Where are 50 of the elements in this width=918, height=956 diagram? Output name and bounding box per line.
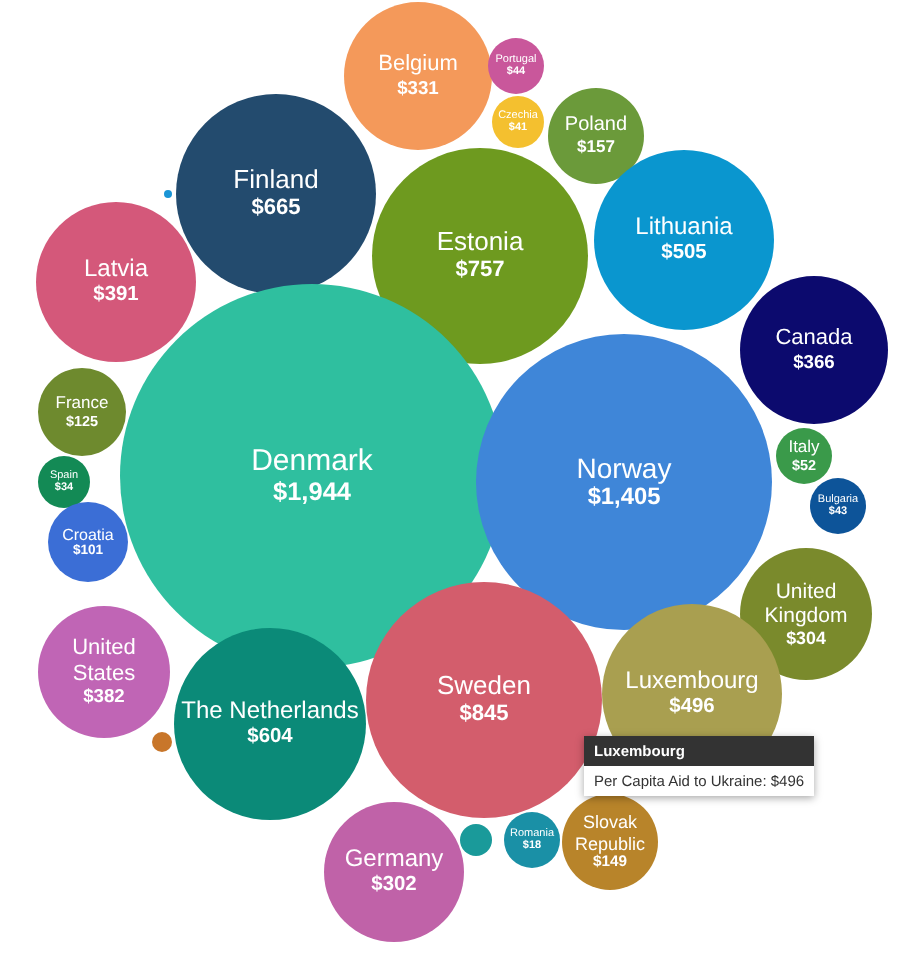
- aid-value: $496: [669, 696, 715, 720]
- aid-value: $1,944: [273, 478, 351, 508]
- aid-value: $382: [83, 686, 125, 708]
- country-name: Sweden: [437, 672, 531, 703]
- country-name: Estonia: [436, 228, 524, 259]
- country-name: Latvia: [83, 256, 149, 285]
- country-name: United States: [70, 635, 138, 687]
- bubble: [810, 478, 866, 534]
- country-name: Norway: [576, 452, 672, 485]
- bubble: [492, 96, 544, 148]
- country-name: Denmark: [251, 444, 373, 479]
- bubble: [152, 732, 172, 752]
- aid-value: $665: [251, 196, 301, 222]
- country-name: Luxembourg: [625, 668, 759, 697]
- country-name: Canada: [775, 326, 853, 352]
- bubble: [548, 88, 644, 184]
- aid-value: $604: [247, 726, 293, 750]
- aid-value: $157: [577, 137, 615, 158]
- aid-value: $331: [397, 77, 439, 100]
- aid-value: $757: [455, 258, 505, 284]
- bubble: [344, 2, 492, 150]
- aid-value: $304: [786, 627, 826, 649]
- country-name: Germany: [344, 846, 444, 875]
- country-name: Lithuania: [635, 214, 733, 243]
- country-name: France: [55, 393, 109, 414]
- aid-value: $845: [459, 702, 509, 728]
- aid-value: $1,405: [587, 484, 661, 512]
- country-name: Belgium: [378, 52, 458, 78]
- bubble: [38, 606, 170, 738]
- country-name: The Netherlands: [181, 698, 359, 727]
- bubble: [38, 368, 126, 456]
- country-name: United Kingdom: [762, 579, 850, 628]
- bubble: [562, 794, 658, 890]
- bubble: [460, 824, 492, 856]
- aid-value: $366: [793, 351, 835, 374]
- tooltip-card: [584, 736, 815, 796]
- aid-value: $391: [93, 284, 139, 308]
- country-name: Italy: [788, 437, 820, 458]
- bubble: [504, 812, 560, 868]
- country-name: Poland: [564, 114, 628, 138]
- aid-value: $505: [661, 242, 707, 266]
- country-name: Finland: [233, 166, 319, 197]
- country-name: Slovak Republic: [572, 812, 648, 854]
- bubble: [164, 190, 172, 198]
- bubble: [48, 502, 128, 582]
- bubble: [488, 38, 544, 94]
- bubble: [38, 456, 90, 508]
- aid-value: $302: [371, 874, 417, 898]
- country-name: Croatia: [62, 525, 114, 544]
- bubble: [776, 428, 832, 484]
